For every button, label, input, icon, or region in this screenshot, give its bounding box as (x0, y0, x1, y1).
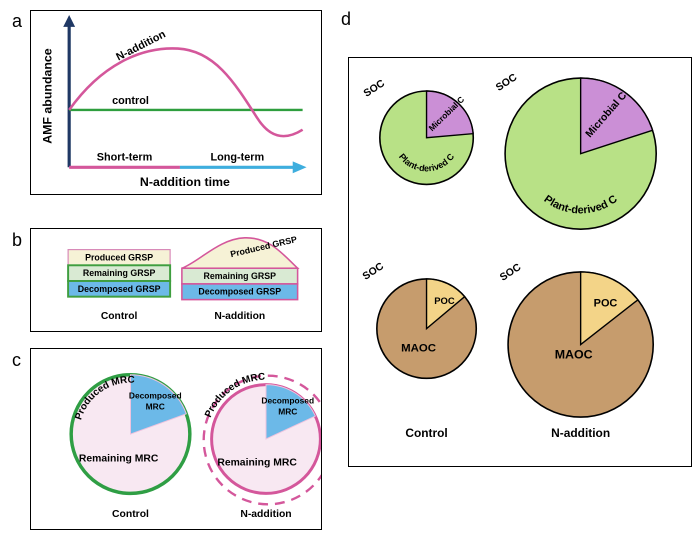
panel-a-letter: a (12, 11, 23, 31)
control-fraction-soc-label: SOC (361, 261, 386, 283)
control-carbon-soc-label: SOC (362, 78, 387, 100)
panel-d-box: Microbial C Plant-derived C SOC Microbia… (348, 57, 692, 467)
n-addition-poc-label: POC (594, 298, 618, 310)
n-addition-fraction-soc-label: SOC (498, 262, 523, 284)
n-addition-maoc-label: MAOC (555, 347, 593, 361)
n-addition-poc-wedge (579, 271, 639, 346)
amf-abundance-chart: N-addition control Short-term Long-term … (40, 14, 307, 189)
control-poc-wedge (425, 278, 466, 331)
panel-b-box: Produced GRSP Remaining GRSP Decomposed … (30, 228, 322, 332)
y-axis-label: AMF abundance (40, 48, 54, 144)
n-addition-decomposed-mrc-wedge (265, 384, 317, 440)
panel-c-box: Produced MRC Decomposed MRC Remaining MR… (30, 348, 322, 530)
panel-a-box: N-addition control Short-term Long-term … (30, 10, 322, 195)
control-caption: Control (101, 311, 138, 322)
control-caption: Control (112, 509, 149, 520)
control-produced-grsp-label: Produced GRSP (85, 252, 153, 262)
control-decomposed-mrc-wedge (130, 374, 187, 435)
curve-label: N-addition (114, 28, 167, 63)
short-term-label: Short-term (97, 151, 153, 163)
n-addition-caption: N-addition (240, 509, 291, 520)
n-addition-decomposed-mrc-label-line1: Decomposed (261, 395, 314, 405)
n-addition-produced-grsp-hump (181, 237, 300, 270)
y-axis-arrow-icon (63, 14, 76, 27)
soc-pies-figure: Microbial C Plant-derived C SOC Microbia… (361, 72, 657, 440)
n-addition-decomposed-mrc-label-line2: MRC (278, 406, 297, 416)
panel-d-control-caption: Control (405, 426, 447, 440)
n-addition-caption: N-addition (214, 311, 265, 322)
control-label: control (112, 95, 149, 107)
long-term-label: Long-term (210, 151, 264, 163)
control-decomposed-mrc-label-line2: MRC (146, 401, 165, 411)
n-addition-curve (68, 47, 304, 138)
grsp-diagram: Produced GRSP Remaining GRSP Decomposed … (67, 234, 300, 322)
control-maoc-label: MAOC (401, 342, 436, 354)
mrc-diagram: Produced MRC Decomposed MRC Remaining MR… (69, 372, 321, 520)
panel-c-letter: c (12, 350, 21, 370)
n-addition-remaining-mrc-label: Remaining MRC (217, 458, 297, 469)
control-poc-label: POC (434, 296, 455, 307)
n-addition-decomposed-grsp-label: Decomposed GRSP (198, 287, 281, 297)
n-addition-remaining-grsp-label: Remaining GRSP (204, 271, 277, 281)
control-decomposed-grsp-label: Decomposed GRSP (78, 284, 161, 294)
x-axis-label: N-addition time (140, 175, 230, 189)
n-addition-microbial-c-wedge (579, 77, 654, 155)
panel-b-letter: b (12, 230, 23, 250)
control-remaining-mrc-label: Remaining MRC (79, 454, 159, 465)
control-microbial-c-wedge (425, 90, 474, 139)
control-remaining-grsp-label: Remaining GRSP (83, 268, 156, 278)
panel-d-n-addition-caption: N-addition (551, 426, 610, 440)
n-addition-carbon-soc-label: SOC (494, 72, 519, 94)
control-decomposed-grsp-band (67, 280, 172, 298)
control-decomposed-mrc-label-line1: Decomposed (129, 390, 182, 400)
panel-d-letter: d (341, 9, 352, 29)
x-axis-arrow-icon (292, 161, 307, 174)
n-addition-decomposed-grsp-band (181, 283, 299, 301)
